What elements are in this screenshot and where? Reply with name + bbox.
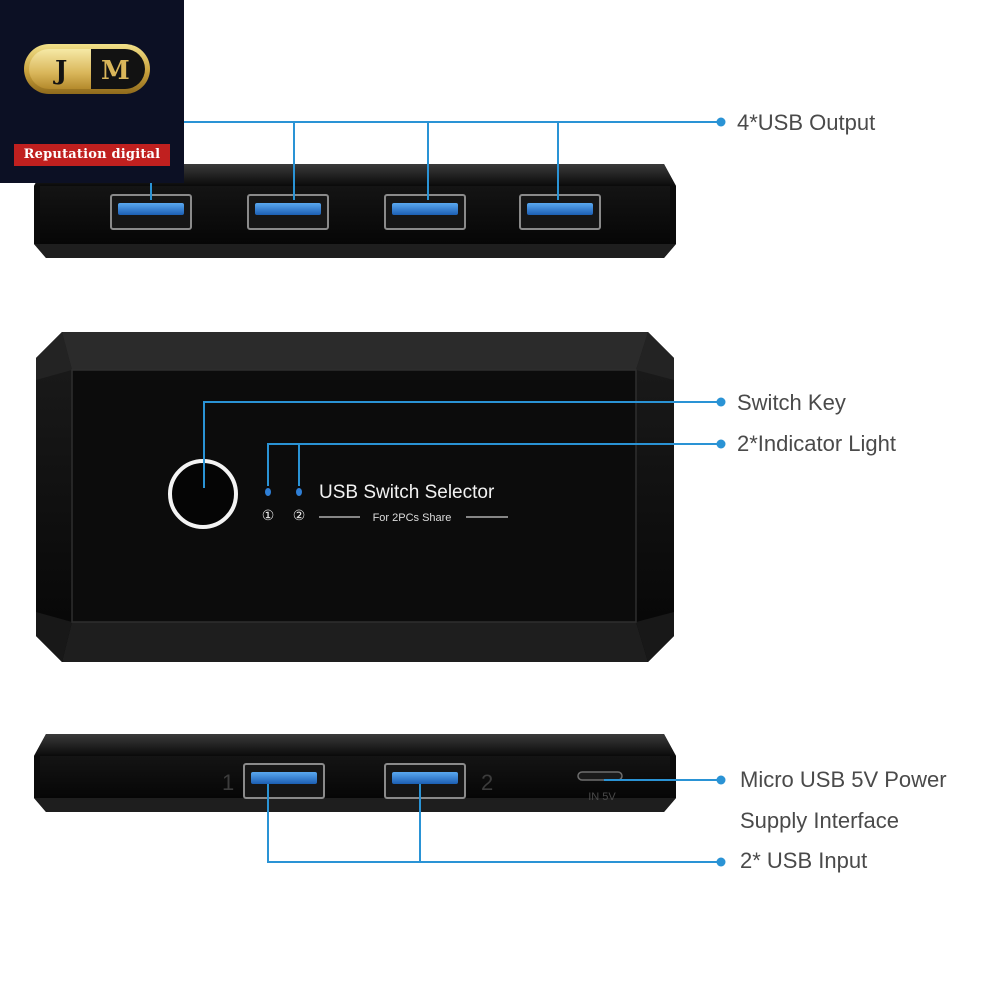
output-side-device bbox=[34, 164, 676, 258]
device-title: USB Switch Selector bbox=[319, 482, 495, 503]
indicator-label-2: ② bbox=[293, 507, 306, 523]
logo-letter-m: M bbox=[101, 56, 130, 86]
indicator-callout-dot bbox=[716, 439, 726, 449]
usb-input-callout-dot bbox=[716, 857, 726, 867]
callout-micro-usb-line1: Micro USB 5V Power bbox=[740, 767, 947, 792]
indicator-led-2 bbox=[296, 488, 302, 496]
micro-usb-port bbox=[577, 771, 623, 781]
usb-output-port-3 bbox=[384, 194, 466, 230]
logo-badge: J M bbox=[24, 44, 150, 94]
switch-key-callout-dot bbox=[716, 397, 726, 407]
input-side-device: 1 2 IN 5V bbox=[34, 734, 676, 812]
logo-tagline: Reputation digital bbox=[23, 147, 161, 162]
callout-usb-input: 2* USB Input bbox=[740, 848, 868, 873]
top-face-device: ① ② USB Switch Selector For 2PCs Share bbox=[36, 332, 674, 662]
usb-input-callout-lines bbox=[267, 784, 720, 863]
switch-key-callout-line bbox=[203, 401, 720, 488]
usb-output-port-4 bbox=[519, 194, 601, 230]
logo-letter-j: J bbox=[55, 56, 68, 86]
input-port-2-label: 2 bbox=[481, 770, 493, 795]
indicator-led-1 bbox=[265, 488, 271, 496]
brand-logo: J M Reputation digital bbox=[0, 0, 184, 183]
callout-indicator-light: 2*Indicator Light bbox=[737, 431, 896, 456]
input-port-1-label: 1 bbox=[222, 770, 234, 795]
device-subtitle: For 2PCs Share bbox=[373, 512, 452, 524]
indicator-callout-lines bbox=[267, 443, 720, 486]
usb-input-port-1 bbox=[243, 763, 325, 799]
micro-usb-callout-dot bbox=[716, 775, 726, 785]
usb-output-port-1 bbox=[110, 194, 192, 230]
callout-micro-usb-line2: Supply Interface bbox=[740, 808, 899, 833]
power-port-label: IN 5V bbox=[588, 791, 616, 803]
indicator-label-1: ① bbox=[262, 507, 275, 523]
callout-usb-output: 4*USB Output bbox=[737, 110, 876, 135]
callout-switch-key: Switch Key bbox=[737, 390, 846, 415]
usb-input-port-2 bbox=[384, 763, 466, 799]
usb-output-callout-dot bbox=[716, 117, 726, 127]
usb-output-port-2 bbox=[247, 194, 329, 230]
logo-tagline-banner: Reputation digital bbox=[14, 144, 170, 166]
